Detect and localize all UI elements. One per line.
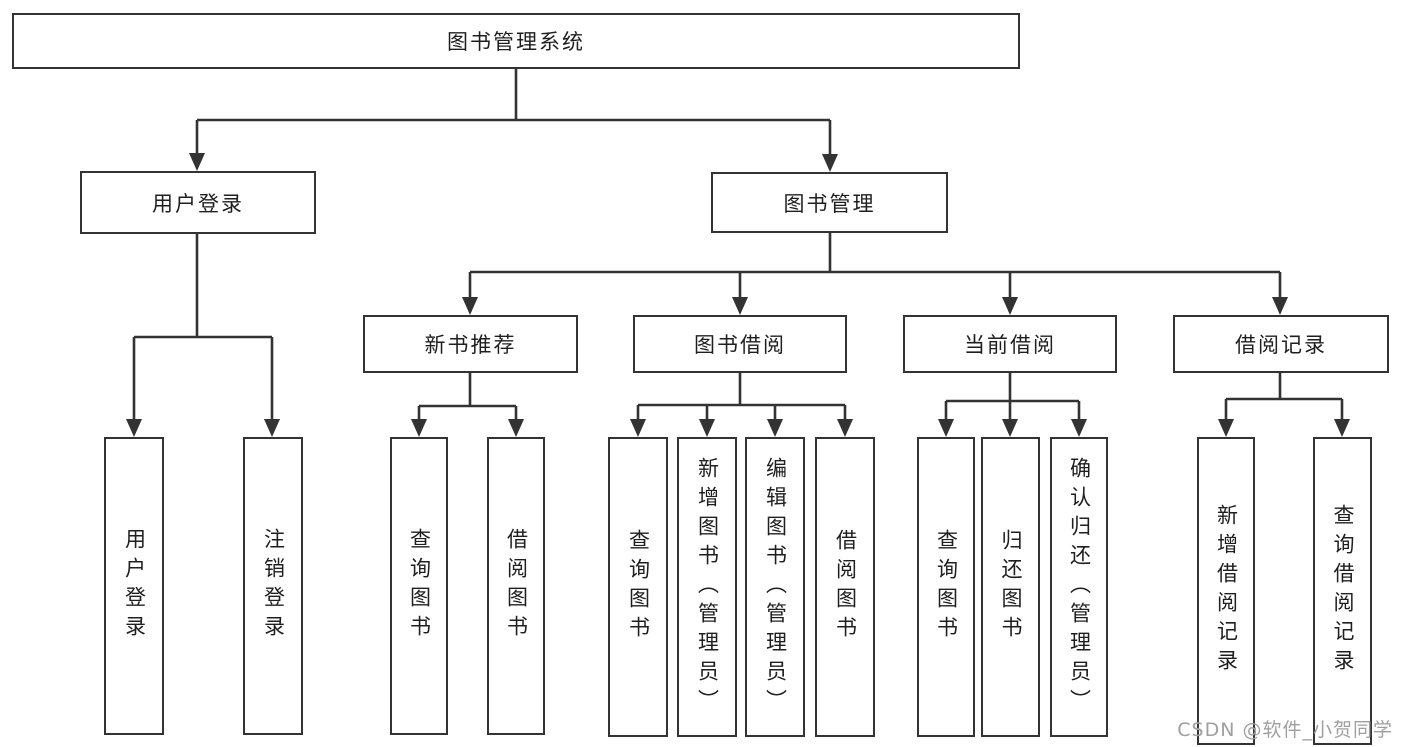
node-label: 查询借阅记录 bbox=[1331, 504, 1355, 678]
arrowhead bbox=[264, 419, 280, 437]
node-book-management: 图书管理 bbox=[711, 172, 948, 233]
arrowhead bbox=[411, 419, 427, 437]
arrowhead bbox=[126, 419, 142, 437]
node-label: 编辑图书（管理员） bbox=[763, 456, 788, 718]
node-label: 图书借阅 bbox=[694, 333, 786, 357]
leaf-query-books-1: 查询图书 bbox=[390, 437, 448, 735]
node-label: 查询图书 bbox=[934, 529, 959, 645]
node-label: 新书推荐 bbox=[424, 333, 517, 357]
leaf-borrow-books-1: 借阅图书 bbox=[487, 437, 545, 735]
leaf-add-book-admin: 新增图书（管理员） bbox=[677, 437, 737, 737]
leaf-edit-book-admin: 编辑图书（管理员） bbox=[745, 437, 805, 737]
node-label: 注销登录 bbox=[261, 528, 286, 644]
node-library-management-system: 图书管理系统 bbox=[12, 13, 1020, 69]
arrowhead bbox=[630, 419, 646, 437]
node-current-borrowing: 当前借阅 bbox=[903, 315, 1117, 373]
leaf-query-borrow-record: 查询借阅记录 bbox=[1313, 437, 1372, 745]
arrowhead bbox=[1002, 297, 1018, 315]
arrowhead bbox=[1272, 297, 1288, 315]
leaf-query-books-3: 查询图书 bbox=[917, 437, 975, 737]
arrowhead bbox=[189, 153, 205, 171]
csdn-watermark: CSDN @软件_小贺同学 bbox=[1177, 719, 1393, 741]
leaf-add-borrow-record: 新增借阅记录 bbox=[1197, 437, 1255, 745]
arrowhead bbox=[1071, 419, 1087, 437]
node-borrowing-records: 借阅记录 bbox=[1173, 315, 1389, 373]
node-user-login: 用户登录 bbox=[80, 171, 316, 234]
node-label: 确认归还（管理员） bbox=[1067, 456, 1092, 718]
arrowhead bbox=[767, 419, 783, 437]
node-label: 查询图书 bbox=[407, 528, 432, 644]
leaf-logout: 注销登录 bbox=[243, 437, 303, 735]
node-label: 归还图书 bbox=[999, 529, 1023, 645]
arrowhead bbox=[822, 154, 838, 172]
node-book-borrowing: 图书借阅 bbox=[633, 315, 847, 373]
node-label: 借阅图书 bbox=[833, 529, 858, 645]
node-label: 图书管理系统 bbox=[447, 30, 585, 54]
node-label: 借阅图书 bbox=[504, 528, 529, 644]
node-label: 新增借阅记录 bbox=[1214, 504, 1239, 678]
arrowhead bbox=[462, 297, 478, 315]
arrowhead bbox=[508, 419, 524, 437]
leaf-confirm-return-admin: 确认归还（管理员） bbox=[1050, 437, 1108, 737]
arrowhead bbox=[938, 419, 954, 437]
arrowhead bbox=[1334, 419, 1350, 437]
arrowhead bbox=[699, 419, 715, 437]
node-label: 当前借阅 bbox=[964, 333, 1056, 357]
node-label: 用户登录 bbox=[122, 528, 147, 644]
arrowhead bbox=[732, 297, 748, 315]
leaf-user-login: 用户登录 bbox=[104, 437, 164, 735]
node-label: 新增图书（管理员） bbox=[695, 456, 720, 718]
node-label: 查询图书 bbox=[626, 529, 651, 645]
leaf-query-books-2: 查询图书 bbox=[608, 437, 668, 737]
arrowhead bbox=[1002, 419, 1018, 437]
node-label: 用户登录 bbox=[152, 191, 244, 216]
leaf-return-books: 归还图书 bbox=[981, 437, 1040, 737]
arrowhead bbox=[837, 419, 853, 437]
node-label: 图书管理 bbox=[783, 191, 876, 216]
arrowhead bbox=[1218, 419, 1234, 437]
node-label: 借阅记录 bbox=[1235, 333, 1327, 357]
leaf-borrow-books-2: 借阅图书 bbox=[815, 437, 875, 737]
node-new-book-recommendation: 新书推荐 bbox=[363, 315, 578, 373]
